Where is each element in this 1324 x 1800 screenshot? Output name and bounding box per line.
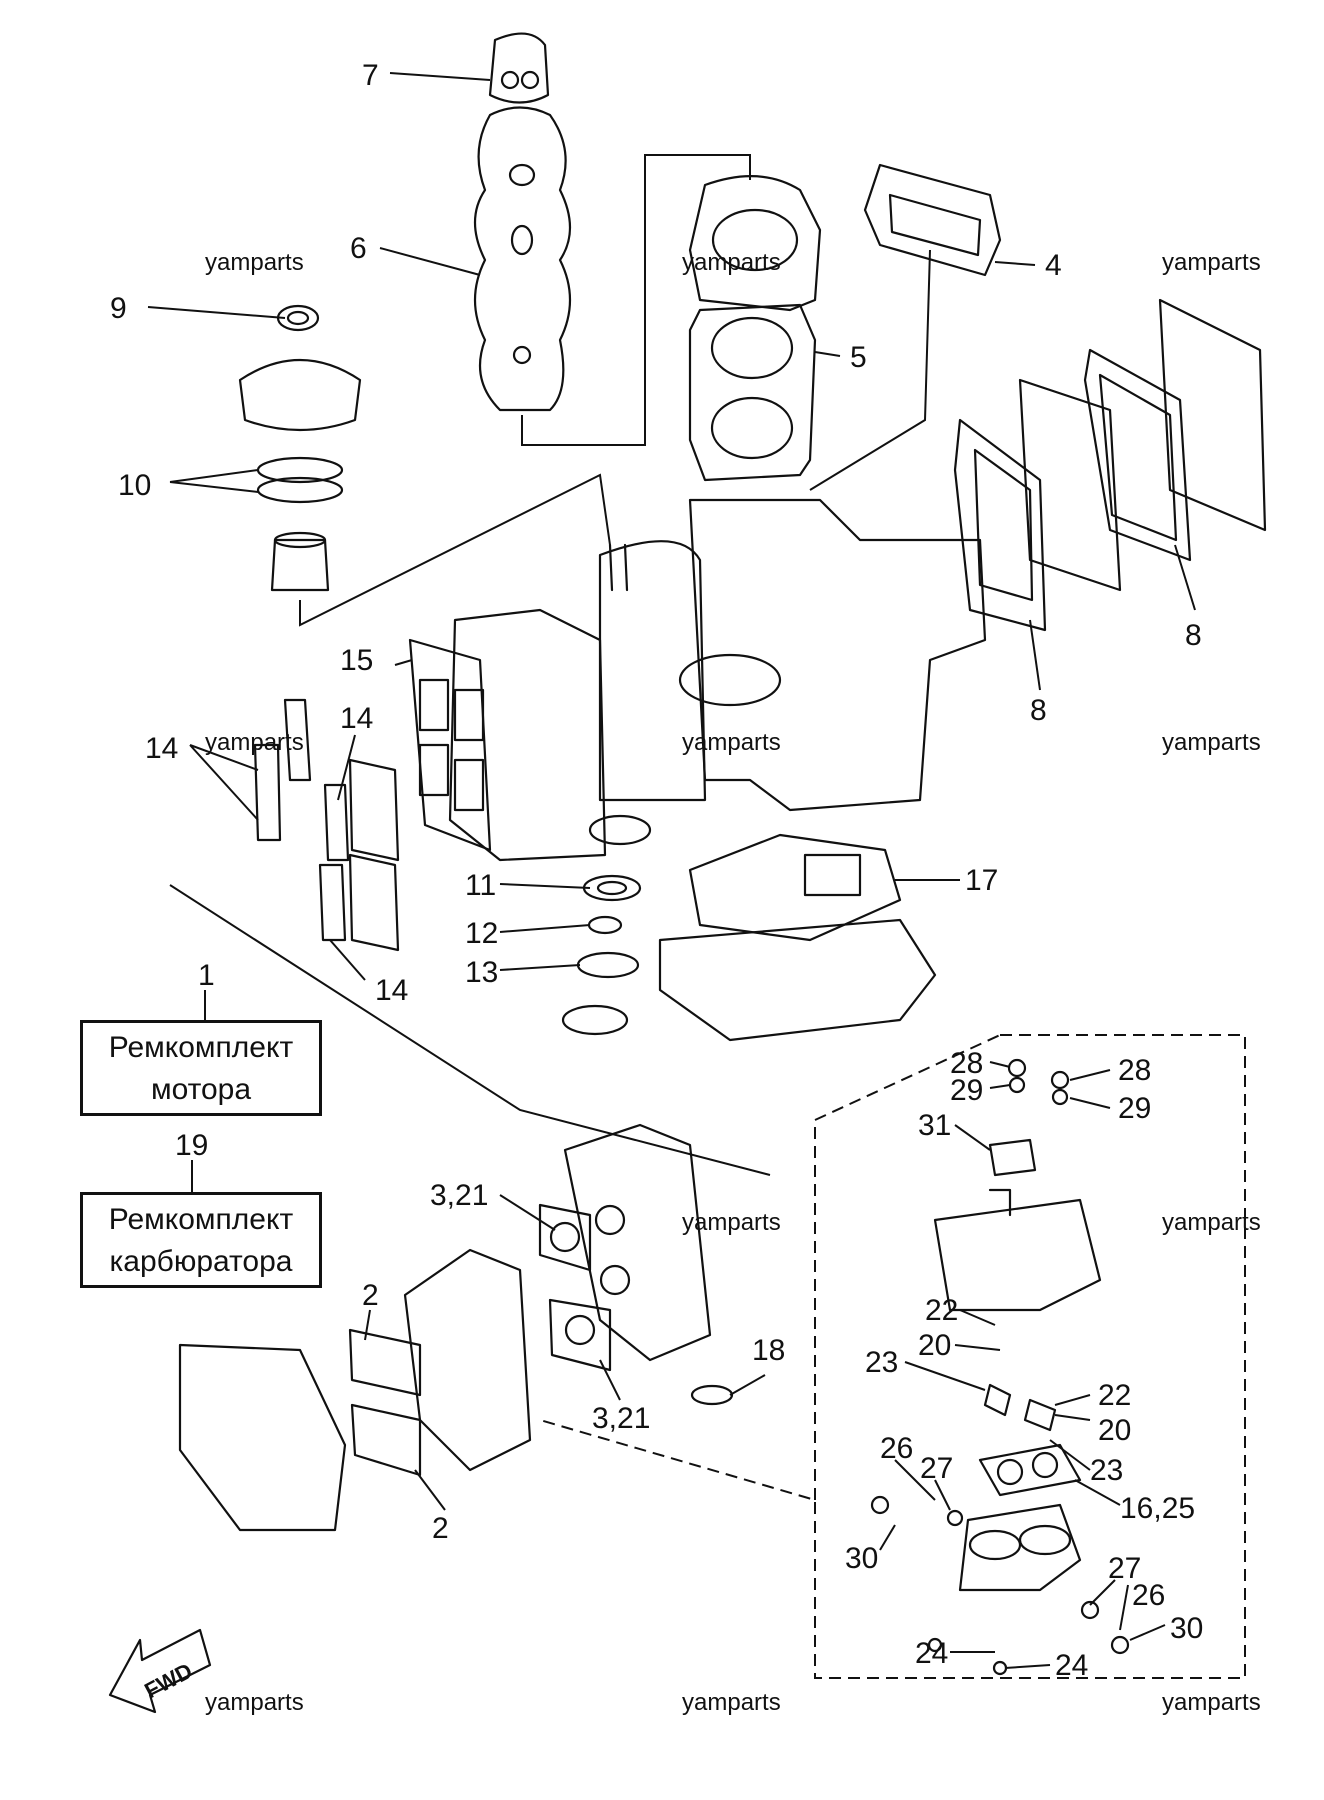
callout-15: 15 [340,644,373,677]
callout-3-21: 3,21 [430,1179,488,1212]
callout-14: 14 [375,974,408,1007]
callout-2: 2 [362,1279,379,1312]
carburetor-bank-drawing [178,1123,734,1532]
callout-24: 24 [915,1637,948,1670]
callout-8: 8 [1030,694,1047,727]
watermark: yamparts [205,249,304,276]
carburetor-body-drawing [933,1138,1102,1592]
carburetor-small-parts-drawing [870,1058,1130,1676]
callout-1: 1 [198,959,215,992]
crank-part-drawing [238,358,362,592]
engine-block-drawing [448,498,987,862]
callout-27: 27 [920,1452,953,1485]
callout-24: 24 [1055,1649,1088,1682]
callout-29: 29 [1118,1092,1151,1125]
callout-3-21: 3,21 [592,1402,650,1435]
callout-5: 5 [850,341,867,374]
callout-6: 6 [350,232,367,265]
callout-11: 11 [465,869,496,902]
fwd-arrow: FWD [108,1628,212,1714]
gasket-8b-drawing [1083,348,1192,562]
callout-numbers: 7 6 9 10 4 5 8 8 15 14 14 14 11 12 13 17… [110,59,1203,1682]
carb-kit-line2: карбюратора [109,1245,293,1278]
carb-kit-line1: Ремкомплект [108,1203,294,1236]
callout-22: 22 [1098,1379,1131,1412]
gasket-4-drawing [863,163,1002,277]
intake-gasket-15-drawing [408,638,492,852]
callout-30: 30 [845,1542,878,1575]
carburetor-repair-kit-label: Ремкомплект карбюратора [80,1192,322,1288]
callout-2: 2 [432,1512,449,1545]
callout-26: 26 [880,1432,913,1465]
motor-kit-line1: Ремкомплект [108,1031,294,1064]
motor-repair-kit-label: Ремкомплект мотора [80,1020,322,1116]
watermark: yamparts [682,249,781,276]
callout-27: 27 [1108,1552,1141,1585]
fwd-label: FWD [140,1658,196,1704]
callout-9: 9 [110,292,127,325]
callout-28: 28 [1118,1054,1151,1087]
callout-17: 17 [965,864,998,897]
watermark: yamparts [1162,729,1261,756]
callout-4: 4 [1045,249,1062,282]
callout-23: 23 [865,1346,898,1379]
callout-28: 28 [950,1047,983,1080]
callout-19: 19 [175,1129,208,1162]
reed-valve-drawing [253,698,400,952]
callout-14: 14 [145,732,178,765]
watermark: yamparts [205,1689,304,1716]
cover-plate-drawing [1018,298,1267,592]
watermark: yamparts [682,729,781,756]
callout-26: 26 [1132,1579,1165,1612]
motor-kit-line2: мотора [150,1073,252,1106]
gasket-7-drawing [488,32,550,104]
callout-20: 20 [918,1329,951,1362]
callout-31: 31 [918,1109,951,1142]
carburetor-kit-boundary [539,1034,1246,1679]
callout-10: 10 [118,469,151,502]
gasket-6-drawing [473,106,572,412]
callout-leaders [147,72,1196,1669]
callout-18: 18 [752,1334,785,1367]
watermark: yamparts [1162,249,1261,276]
callout-23: 23 [1090,1454,1123,1487]
callout-30: 30 [1170,1612,1203,1645]
seal-stack-drawing [561,814,652,1036]
callout-20: 20 [1098,1414,1131,1447]
callout-16-25: 16,25 [1120,1492,1195,1525]
callout-22: 22 [925,1294,958,1327]
gasket-8a-drawing [953,418,1047,632]
watermark: yamparts [1162,1689,1261,1716]
callout-12: 12 [465,917,498,950]
callout-13: 13 [465,956,498,989]
gasket-17-drawing [658,833,937,1042]
callout-29: 29 [950,1074,983,1107]
watermark: yamparts [682,1689,781,1716]
head-gasket-5-drawing [688,303,817,482]
callout-14: 14 [340,702,373,735]
callout-8: 8 [1185,619,1202,652]
cylinder-head-drawing [688,175,822,312]
callout-7: 7 [362,59,379,92]
